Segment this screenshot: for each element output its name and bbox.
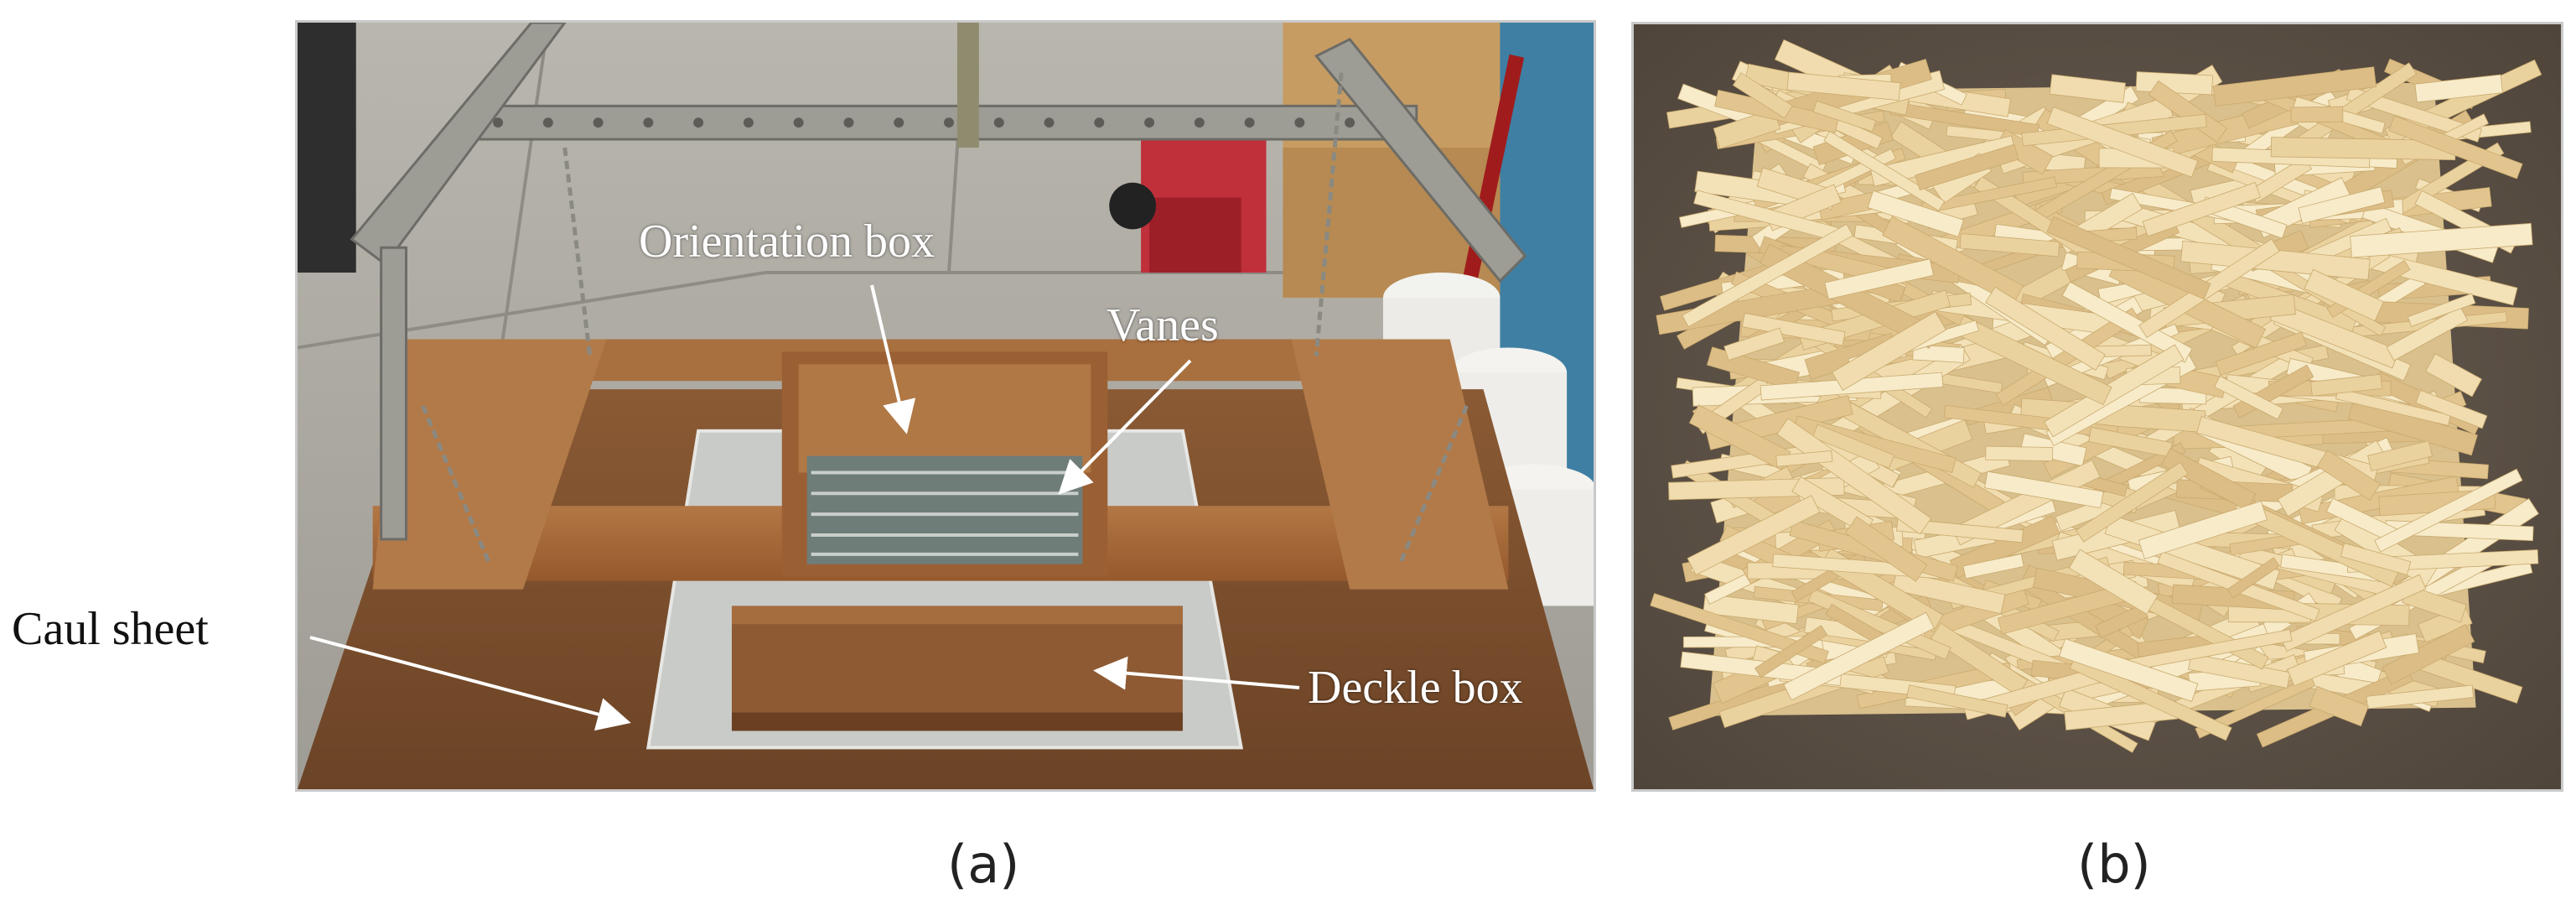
wood-strand (2226, 557, 2280, 599)
wood-strand (2049, 74, 2127, 103)
wood-strand (1823, 130, 1946, 211)
wood-strand (2142, 182, 2261, 237)
wood-strand (2068, 548, 2159, 615)
wood-strand (2382, 623, 2475, 685)
wood-strand (2138, 500, 2268, 560)
wood-strand (2415, 389, 2488, 429)
wood-strand (1832, 311, 1946, 392)
wood-strand (2298, 186, 2386, 225)
wood-strands-photo (1631, 22, 2563, 792)
wood-strand (1783, 611, 1935, 701)
wood-strand (2058, 638, 2199, 702)
wood-strand (2287, 630, 2387, 687)
wood-strand (1912, 344, 1965, 363)
wood-strand (2310, 373, 2383, 397)
wood-strand (1741, 312, 1846, 346)
wood-strand (1896, 517, 2024, 543)
wood-strand (2290, 106, 2344, 123)
wood-strand (2425, 353, 2482, 398)
wood-strand (2309, 685, 2369, 727)
wood-strand (1703, 594, 1799, 625)
wood-strand (2374, 468, 2523, 553)
wood-strand (2046, 107, 2199, 178)
wood-strand (2188, 652, 2291, 689)
wood-strand (2135, 71, 2213, 96)
wood-strand (2367, 440, 2433, 472)
wood-strand (2279, 574, 2427, 652)
wood-strand (2044, 344, 2185, 438)
wood-strand (1985, 286, 2106, 371)
wood-strand (1882, 216, 2024, 305)
panel-a-caption: (a) (947, 834, 1020, 895)
wood-strand (1867, 190, 1964, 237)
wood-strand (2407, 293, 2476, 327)
wood-strand (2340, 543, 2412, 575)
wood-strand (1824, 258, 1934, 300)
wood-strand (1954, 315, 2112, 406)
wood-strand (2076, 461, 2189, 543)
wood-strand (1754, 625, 1828, 678)
orientation-box-label: Orientation box (639, 216, 936, 268)
wood-strand (2214, 375, 2284, 420)
deckle-box-label: Deckle box (1308, 662, 1523, 714)
wood-strand (1682, 223, 1853, 328)
wood-strand (1892, 570, 2006, 615)
wood-strand (2316, 450, 2382, 502)
wood-strand (2414, 74, 2503, 103)
wood-strand (1984, 470, 2104, 509)
wood-strand (2350, 222, 2533, 258)
wood-strand (1962, 554, 2024, 580)
wood-strand (1985, 445, 2054, 462)
wood-strand (2161, 447, 2257, 512)
wood-strand (2388, 115, 2523, 179)
wood-strand (2345, 86, 2483, 143)
wood-strand (1906, 684, 2008, 718)
wood-strand (2046, 216, 2211, 300)
wood-strand (2304, 268, 2385, 322)
wood-strand (1812, 100, 1877, 133)
wood-strand (1776, 418, 1932, 535)
wood-strand (1775, 450, 1833, 467)
panel-b-caption: (b) (2077, 834, 2151, 895)
wood-strand (1650, 593, 1829, 664)
wood-strand (2061, 281, 2193, 363)
caul-sheet-label: Caul sheet (12, 603, 209, 655)
wood-strand (1732, 72, 1793, 119)
wood-strand (1811, 424, 1895, 469)
wood-strand (1786, 71, 1901, 101)
wood-strand (2215, 331, 2307, 377)
wood-strand (1845, 516, 1928, 582)
wood-strand (1723, 327, 1786, 361)
wood-strand (1959, 233, 2060, 257)
vanes-label: Vanes (1107, 299, 1219, 351)
wood-strand (2195, 675, 2316, 739)
wood-strand (2212, 66, 2377, 107)
wood-strand (2386, 306, 2469, 361)
wood-strand (1930, 622, 2029, 697)
wood-strand (1687, 495, 1821, 576)
wood-strand (2366, 684, 2475, 710)
wood-strand (2069, 655, 2232, 741)
wood-strand (1915, 143, 2019, 191)
wood-strands-illustration (1634, 24, 2561, 789)
